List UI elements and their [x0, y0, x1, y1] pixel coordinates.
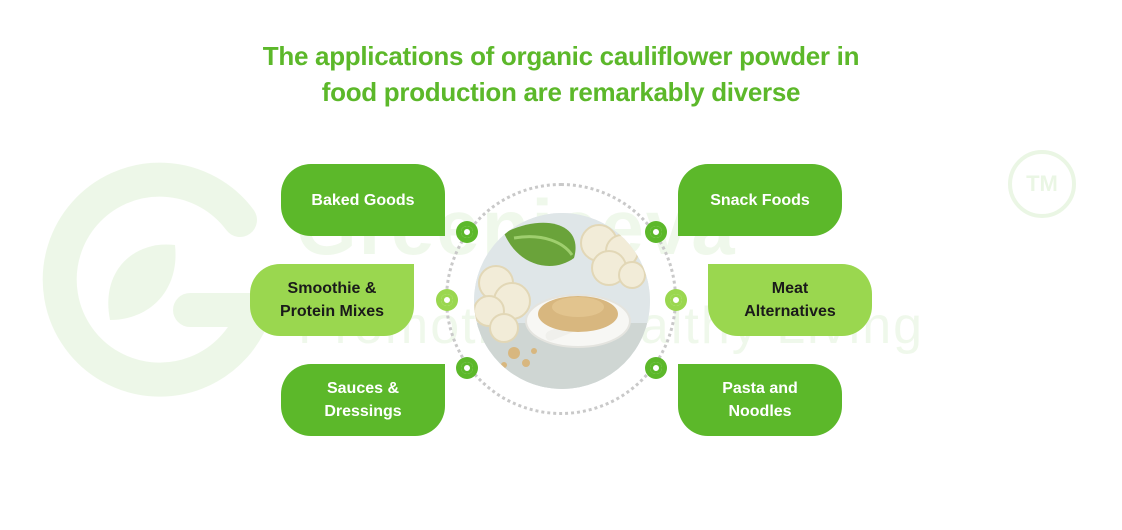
trademark-badge: TM [1008, 150, 1076, 218]
bubble-label: Smoothie & Protein Mixes [279, 280, 385, 320]
connector-dot-icon [665, 289, 687, 311]
bubble-label: Sauces & Dressings [324, 380, 402, 420]
application-bubble-snack-foods: Snack Foods [678, 164, 842, 236]
title-line-2: food production are remarkably diverse [321, 77, 801, 107]
bubble-label: Baked Goods [311, 191, 415, 209]
page-title: The applications of organic cauliflower … [0, 38, 1122, 110]
application-bubble-meat-alternatives: Meat Alternatives [708, 264, 872, 336]
bubble-label: Pasta and Noodles [722, 380, 798, 420]
bubble-label: Meat Alternatives [744, 280, 836, 320]
cauliflower-powder-photo [474, 213, 650, 389]
connector-dot-icon [645, 357, 667, 379]
connector-dot-icon [456, 357, 478, 379]
connector-dot-icon [645, 221, 667, 243]
bubble-label: Snack Foods [710, 191, 810, 209]
application-bubble-pasta-noodles: Pasta and Noodles [678, 364, 842, 436]
title-line-1: The applications of organic cauliflower … [262, 41, 860, 71]
connector-dot-icon [436, 289, 458, 311]
application-bubble-sauces-dressings: Sauces & Dressings [281, 364, 445, 436]
application-bubble-baked-goods: Baked Goods [281, 164, 445, 236]
application-bubble-smoothie-protein: Smoothie & Protein Mixes [250, 264, 414, 336]
connector-dot-icon [456, 221, 478, 243]
